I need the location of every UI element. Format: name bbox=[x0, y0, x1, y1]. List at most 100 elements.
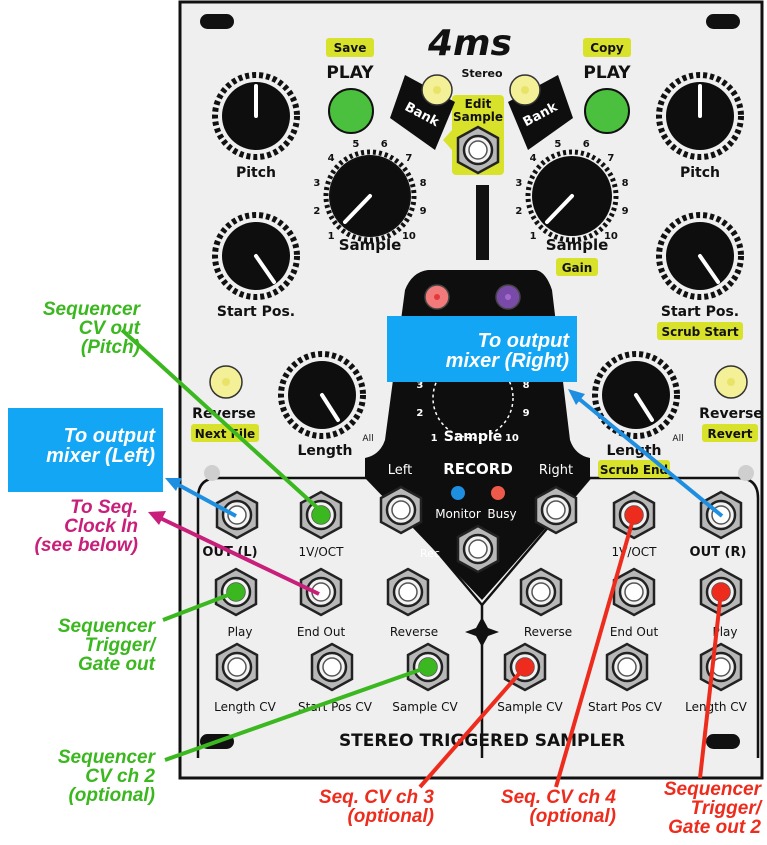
plug-samplecv-right bbox=[516, 658, 534, 676]
pitch-knob-right-ring bbox=[656, 72, 744, 160]
module-name: STEREO TRIGGERED SAMPLER bbox=[339, 731, 625, 751]
annotation-seq-cv-out-pitch-line-1: Sequencer bbox=[42, 299, 140, 320]
record-sample-label: Sample bbox=[444, 429, 502, 445]
line-seq-cv3 bbox=[418, 665, 527, 789]
pitch-knob-left-ring bbox=[212, 72, 300, 160]
right-in-jack[interactable] bbox=[534, 485, 578, 535]
annotation-to-output-right-line-2: mixer (Right) bbox=[445, 350, 569, 372]
right-in-label: Right bbox=[539, 463, 573, 478]
startpos-knob-left-pointer bbox=[254, 254, 276, 284]
annotation-seq-cv-ch3-line-2: (optional) bbox=[347, 806, 434, 827]
startposcv-left-jack[interactable] bbox=[310, 642, 354, 692]
copy-tag bbox=[583, 38, 631, 57]
length-knob-left-ring bbox=[278, 351, 366, 439]
sample-dial-number-right-5: 5 bbox=[554, 139, 561, 150]
startpos-label-right: Start Pos. bbox=[661, 304, 739, 320]
annotation-seq-trigger-gate2-line-3: Gate out 2 bbox=[668, 817, 761, 838]
sample-dial-number-right-3: 3 bbox=[515, 178, 522, 189]
endout-left-jack[interactable] bbox=[299, 567, 343, 617]
monitor-label: Monitor bbox=[435, 507, 481, 521]
edit-sample-jack[interactable] bbox=[456, 125, 500, 175]
annotation-seq-cv-out-pitch-line-2: CV out bbox=[78, 318, 140, 339]
led-left bbox=[204, 465, 220, 481]
reverse-button-right-dot bbox=[727, 378, 735, 386]
rec-jack[interactable] bbox=[456, 524, 500, 574]
endout-right-jack-label: End Out bbox=[610, 625, 659, 639]
sample-knob-left-ring bbox=[323, 149, 417, 243]
edit-sample-label-1: Edit bbox=[465, 97, 492, 111]
sample-dial-number-left-9: 9 bbox=[420, 206, 427, 217]
length-label-left: Length bbox=[297, 443, 352, 459]
lengthcv-right-jack[interactable] bbox=[699, 642, 743, 692]
play-label-right: PLAY bbox=[583, 63, 631, 83]
length-knob-left-pointer bbox=[320, 393, 340, 422]
line-out-right bbox=[576, 396, 724, 518]
line-seq-trigger2 bbox=[698, 591, 723, 779]
sample-label-left: Sample bbox=[339, 236, 402, 254]
stereo-label: Stereo bbox=[461, 67, 503, 80]
sample-dial-number-record-2: 2 bbox=[416, 408, 423, 419]
sample-dial-number-left-2: 2 bbox=[313, 206, 320, 217]
monitor-led bbox=[451, 486, 465, 500]
center-bar bbox=[476, 185, 489, 260]
sample-label-right: Sample bbox=[546, 236, 609, 254]
sample-dial-number-left-4: 4 bbox=[328, 153, 335, 164]
lengthcv-left-jack[interactable] bbox=[215, 642, 259, 692]
plug-samplecv-left bbox=[419, 658, 437, 676]
divider-star bbox=[465, 617, 499, 647]
annotation-seq-cv-ch4-line-1: Seq. CV ch 4 bbox=[500, 787, 616, 808]
left-in-jack[interactable] bbox=[379, 485, 423, 535]
line-end-out bbox=[157, 515, 320, 596]
bank-button-left-dot bbox=[433, 86, 441, 94]
line-out-left bbox=[174, 481, 237, 518]
sample-dial-number-right-2: 2 bbox=[515, 206, 522, 217]
sample-knob-right-ring bbox=[525, 149, 619, 243]
annotation-to-output-right: To output mixer (Right) bbox=[387, 316, 577, 382]
scrub-start-tag bbox=[657, 322, 743, 340]
annotation-to-seq-clock-line-2: Clock In bbox=[64, 516, 138, 537]
sample-dial-number-right-4: 4 bbox=[530, 153, 537, 164]
sample-dial-number-right-6: 6 bbox=[583, 139, 590, 150]
out-left-jack[interactable] bbox=[215, 490, 259, 540]
bank-button-right-dot bbox=[521, 86, 529, 94]
sample-dial-number-right-10: 10 bbox=[604, 231, 618, 242]
play-button-left[interactable] bbox=[328, 88, 374, 134]
startpos-knob-right-pointer bbox=[698, 254, 720, 284]
sample-dial-number-left-5: 5 bbox=[352, 139, 359, 150]
record-label: RECORD bbox=[443, 460, 513, 478]
arrow-end-out bbox=[148, 511, 166, 525]
reverse-right-jack[interactable] bbox=[519, 567, 563, 617]
annotation-seq-trigger-gate-line-3: Gate out bbox=[77, 654, 155, 675]
edit-sample-arrow bbox=[443, 130, 452, 150]
play-button-right[interactable] bbox=[584, 88, 630, 134]
startposcv-right-jack[interactable] bbox=[605, 642, 649, 692]
line-seq-cv4 bbox=[554, 515, 636, 788]
plug-play-left bbox=[227, 583, 245, 601]
annotation-seq-cv-ch2-line-2: CV ch 2 bbox=[85, 766, 155, 787]
copy-tag-label: Copy bbox=[590, 41, 624, 55]
record-led-red-dot bbox=[434, 294, 440, 300]
edit-sample-label-2: Sample bbox=[453, 110, 503, 124]
annotation-seq-trigger-gate2-line-1: Sequencer bbox=[663, 779, 761, 800]
sample-dial-number-left-1: 1 bbox=[328, 231, 335, 242]
scrub-end-tag-label: Scrub End bbox=[600, 463, 668, 477]
sample-dial-number-record-3: 3 bbox=[416, 380, 423, 391]
length-all-right: All bbox=[672, 434, 683, 444]
length-all-left: All bbox=[362, 434, 373, 444]
annotation-to-output-right-line-1: To output bbox=[477, 330, 569, 352]
sample-dial-number-record-8: 8 bbox=[523, 380, 530, 391]
annotation-seq-cv-ch2-line-1: Sequencer bbox=[57, 747, 155, 768]
gain-tag-label: Gain bbox=[562, 261, 593, 275]
record-led-purple-dot bbox=[505, 294, 511, 300]
lengthcv-left-label: Length CV bbox=[214, 700, 277, 714]
mount-hole-top-right bbox=[706, 14, 740, 29]
length-knob-right-pointer bbox=[634, 393, 654, 422]
reverse-left-jack[interactable] bbox=[386, 567, 430, 617]
reverse-button-left-dot bbox=[222, 378, 230, 386]
annotation-seq-cv-out-pitch-line-3: (Pitch) bbox=[80, 337, 140, 358]
endout-right-jack[interactable] bbox=[612, 567, 656, 617]
startpos-knob-right-ring bbox=[656, 212, 744, 300]
reverse-label-right: Reverse bbox=[699, 406, 763, 422]
pitch-label-left: Pitch bbox=[236, 165, 276, 181]
